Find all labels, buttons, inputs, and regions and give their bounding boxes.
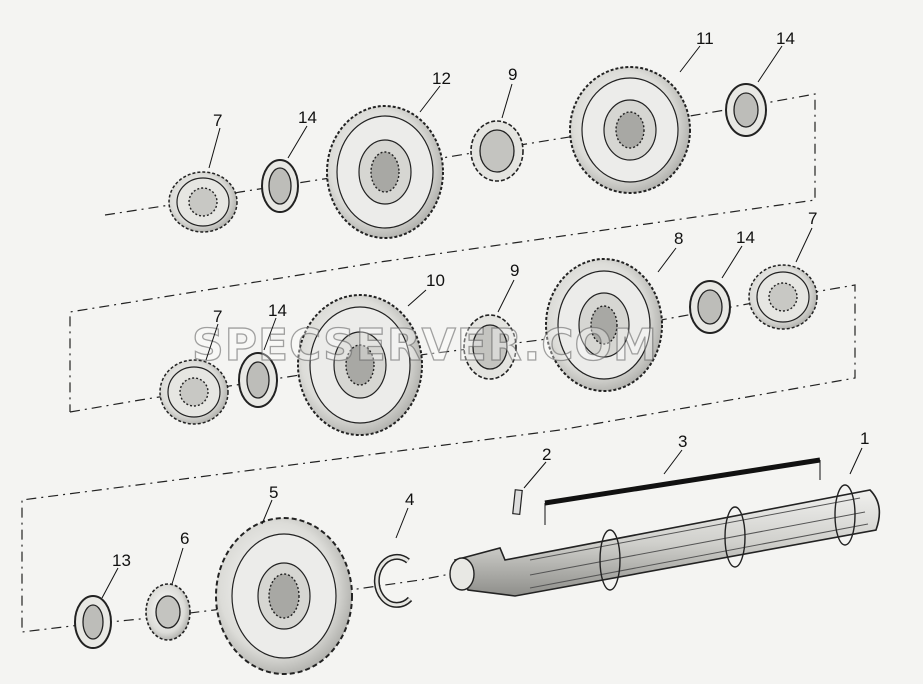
callout-4: 4 [405, 490, 414, 509]
callout-9-top: 9 [508, 65, 517, 84]
gear-10 [297, 294, 423, 436]
callout-9-middle: 9 [510, 261, 519, 280]
callout-14-middle-right: 14 [736, 228, 755, 247]
gear-8 [545, 258, 663, 392]
leader-lines [101, 45, 863, 599]
bearing-ring-14-top [261, 159, 299, 213]
callout-labels: 7 14 12 9 11 14 7 14 10 9 8 14 7 13 6 5 … [112, 29, 869, 570]
bottom-row [74, 457, 881, 675]
callout-10: 10 [426, 271, 445, 290]
snap-ring-4 [373, 553, 413, 608]
bearing-ring-13 [74, 595, 112, 649]
callout-7-top: 7 [213, 111, 222, 130]
gear-5 [215, 517, 353, 675]
callout-3: 3 [678, 432, 687, 451]
pin-2 [512, 489, 523, 516]
callout-12: 12 [432, 69, 451, 88]
middle-row [159, 258, 818, 436]
callout-7-middle-left: 7 [213, 307, 222, 326]
bearing-ring-14-top-right [725, 83, 767, 137]
callout-11: 11 [696, 29, 714, 48]
splined-washer-6 [145, 583, 191, 641]
callout-1: 1 [860, 429, 869, 448]
callout-5: 5 [269, 483, 278, 502]
gear-11 [569, 66, 691, 194]
callout-14-top-left: 14 [298, 108, 317, 127]
callout-14-top-right: 14 [776, 29, 795, 48]
watermark-text: SPECSERVER.COM [192, 320, 658, 371]
gear-12 [326, 105, 444, 239]
main-shaft-1 [449, 484, 881, 597]
bearing-ring-14-middle-left [238, 352, 278, 408]
callout-2: 2 [542, 445, 551, 464]
callout-6: 6 [180, 529, 189, 548]
callout-14-middle-left: 14 [268, 301, 287, 320]
callout-8: 8 [674, 229, 683, 248]
synchro-ring-9-middle [463, 314, 517, 380]
top-row [168, 66, 767, 239]
splined-hub-7-middle-left [159, 359, 229, 425]
callout-13: 13 [112, 551, 131, 570]
splined-hub-7-top [168, 171, 238, 233]
key-bar-3 [544, 457, 821, 525]
callout-7-middle-right: 7 [808, 209, 817, 228]
synchro-ring-9-top [470, 120, 524, 182]
top-row-axis [69, 93, 816, 412]
splined-hub-7-middle-right [748, 264, 818, 330]
bearing-ring-14-middle-right [689, 280, 731, 334]
